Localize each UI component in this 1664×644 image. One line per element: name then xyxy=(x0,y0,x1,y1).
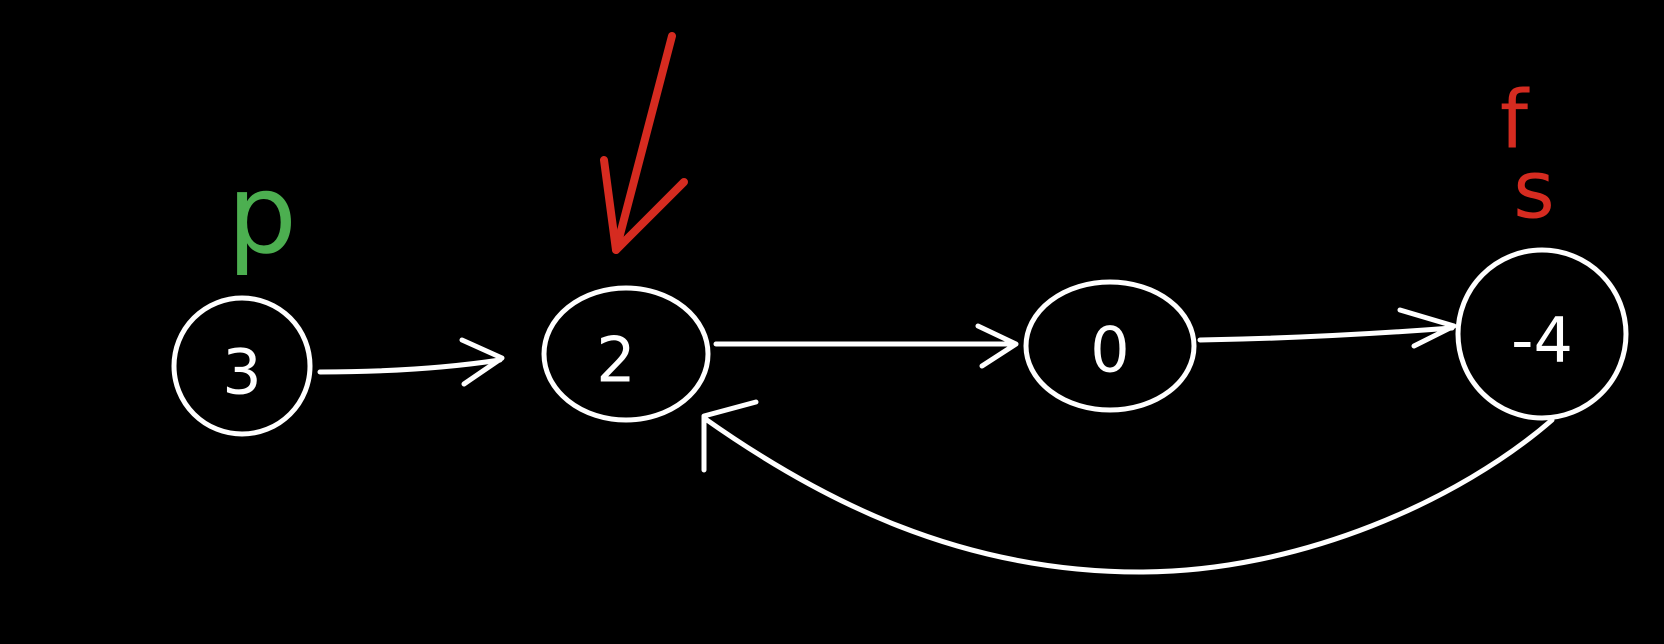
edge-n3-n4 xyxy=(1197,325,1455,343)
node-neg4: -4 xyxy=(1455,247,1629,421)
node-3-circle xyxy=(171,295,313,437)
node-2: 2 xyxy=(541,285,711,423)
pointers: p f s xyxy=(227,32,1555,278)
node-2-label: 2 xyxy=(596,324,635,397)
node-neg4-circle xyxy=(1455,247,1629,421)
pointer-f-label: f xyxy=(1500,74,1530,167)
arrowhead-n3-n4 xyxy=(1397,307,1457,349)
arrowhead-n2-n3 xyxy=(975,323,1019,369)
pointer-p-label: p xyxy=(227,150,297,278)
edge-n1-n2 xyxy=(317,357,503,375)
edge-n4-n2 xyxy=(701,415,1555,575)
red-down-arrowhead xyxy=(600,156,688,254)
node-neg4-label: -4 xyxy=(1511,304,1573,377)
arrowhead-n1-n2 xyxy=(459,337,505,387)
node-3-label: 3 xyxy=(222,336,261,409)
node-0-label: 0 xyxy=(1090,314,1129,387)
red-down-arrow xyxy=(612,32,676,254)
node-2-circle xyxy=(541,285,711,423)
node-0-circle xyxy=(1023,279,1197,413)
nodes: 3 2 0 -4 xyxy=(171,247,1629,437)
edges xyxy=(317,307,1555,575)
arrowhead-n4-n2 xyxy=(701,399,759,473)
node-0: 0 xyxy=(1023,279,1197,413)
pointer-s-label: s xyxy=(1513,144,1555,237)
node-3: 3 xyxy=(171,295,313,437)
